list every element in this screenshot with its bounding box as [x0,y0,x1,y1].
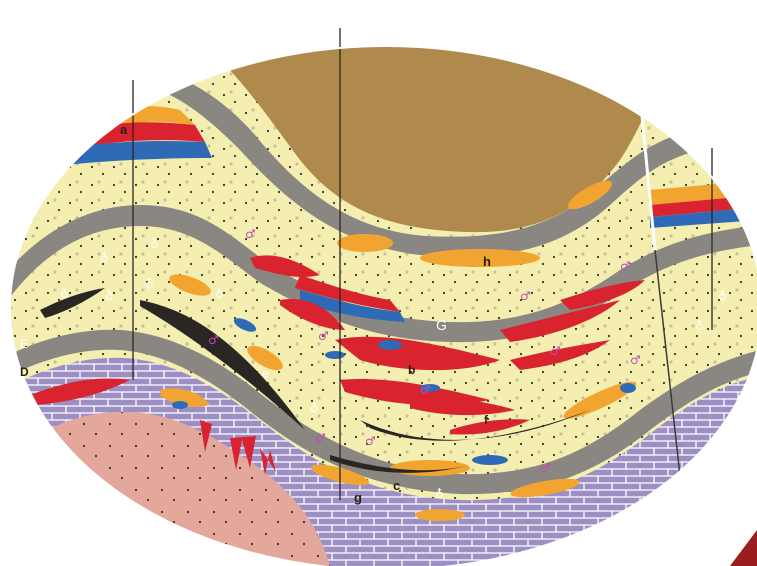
oil-symbol: ♁ [60,287,69,301]
label-g-upper: G [436,317,447,333]
gas-pocket [472,455,508,465]
gas-symbol: ♂ [318,329,329,343]
label-e: e [262,366,269,381]
gas-symbol: ♂ [520,289,531,303]
gas-symbol: ♂ [208,333,219,347]
oil-symbol: ♁ [310,401,319,415]
orange-lens [420,249,540,267]
gas-pocket [620,383,636,393]
gas-symbol: ♂ [420,383,431,397]
orange-lens [390,460,470,476]
gas-symbol: ♂ [245,227,256,241]
label-h: h [483,254,491,269]
oil-symbol: ♁ [435,487,444,501]
gas-symbol: ♂ [630,353,641,367]
orange-lens [415,509,465,521]
gas-pocket [378,340,402,350]
label-g-lower: g [354,490,362,505]
label-d: D [20,365,29,379]
gas-symbol: ♂ [550,344,561,358]
label-b: b [408,363,415,377]
oil-symbol: ♁ [100,251,109,265]
oil-symbol: ♁ [145,277,154,291]
gas-pocket [325,351,345,359]
oil-symbol: ♁ [215,287,224,301]
gas-pocket [172,401,188,409]
oil-symbol: ♁ [695,319,704,333]
gas-symbol: ♂ [540,461,551,475]
label-a: a [120,122,128,137]
gas-symbol: ♂ [315,431,326,445]
corner-accent [730,530,757,566]
gas-symbol: ♂ [365,434,376,448]
oil-symbol: ♁ [150,237,159,251]
oil-symbol: ♁ [105,289,114,303]
gas-symbol: ♂ [620,259,631,273]
label-e-upper: E [20,337,28,351]
orange-lens [337,234,393,252]
oil-symbol: ♁ [718,289,727,303]
label-c: c [393,478,400,493]
